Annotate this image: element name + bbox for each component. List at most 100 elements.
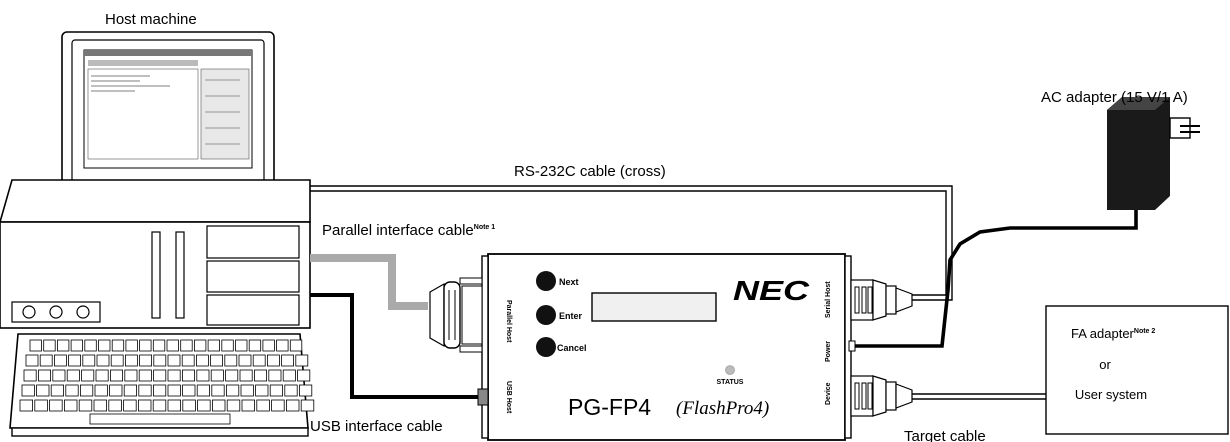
pg-fp4-programmer: Next Enter Cancel NEC STATUS PG-FP4 (Fla… bbox=[481, 253, 852, 441]
keyboard-key bbox=[94, 384, 108, 397]
drive-bay-3 bbox=[206, 294, 300, 326]
fa-adapter-text: FA adapter bbox=[1071, 326, 1135, 341]
power-connector bbox=[848, 340, 856, 352]
keyboard-keys bbox=[19, 339, 315, 425]
keyboard-key bbox=[289, 339, 303, 352]
keyboard-key bbox=[95, 369, 109, 382]
keyboard-key bbox=[23, 369, 37, 382]
keyboard-key bbox=[82, 354, 96, 367]
keyboard-key bbox=[123, 384, 137, 397]
keyboard-key bbox=[123, 399, 137, 412]
keyboard-key bbox=[211, 399, 226, 412]
keyboard-key bbox=[285, 399, 300, 412]
keyboard-key bbox=[197, 399, 211, 412]
keyboard-key bbox=[225, 384, 240, 397]
keyboard-key bbox=[153, 369, 167, 382]
keyboard-key bbox=[29, 339, 42, 352]
keyboard-key bbox=[81, 369, 95, 382]
keyboard-key bbox=[36, 384, 50, 397]
fa-adapter-rect bbox=[1045, 305, 1229, 435]
rs232c-cable bbox=[310, 185, 953, 301]
keyboard-key bbox=[210, 369, 224, 382]
keyboard-key bbox=[195, 354, 209, 367]
brand-logo: NEC bbox=[733, 275, 810, 306]
drive-slot-2 bbox=[175, 231, 185, 319]
keyboard-key bbox=[240, 384, 254, 397]
port-power-label: Power bbox=[825, 341, 832, 362]
keyboard-key bbox=[298, 384, 313, 397]
keyboard-key bbox=[268, 369, 282, 382]
next-button-label: Next bbox=[559, 277, 579, 287]
drive-slot-1 bbox=[151, 231, 161, 319]
usb-cable bbox=[310, 293, 478, 399]
enter-button bbox=[536, 305, 556, 325]
keyboard-front bbox=[11, 427, 309, 437]
pc-button-icon bbox=[76, 305, 90, 319]
keyboard-key bbox=[78, 399, 93, 412]
keyboard-key bbox=[124, 369, 138, 382]
keyboard-key bbox=[182, 384, 196, 397]
port-serial-label: Serial Host bbox=[825, 281, 832, 318]
keyboard-key bbox=[252, 354, 266, 367]
parallel-cable-label: Parallel interface cableNote 1 bbox=[322, 222, 495, 239]
keyboard-key bbox=[108, 399, 122, 412]
enter-button-label: Enter bbox=[559, 311, 583, 321]
keyboard-key bbox=[180, 339, 193, 352]
model-label: PG-FP4 bbox=[568, 394, 651, 420]
keyboard-key bbox=[207, 339, 221, 352]
keyboard-key bbox=[152, 339, 166, 352]
keyboard-key bbox=[196, 384, 210, 397]
keyboard-key bbox=[211, 384, 225, 397]
keyboard-spacebar bbox=[89, 413, 231, 425]
keyboard-key bbox=[68, 354, 81, 367]
host-machine bbox=[0, 31, 315, 437]
parallel-note-ref: Note 1 bbox=[474, 224, 496, 231]
keyboard-key bbox=[21, 384, 35, 397]
keyboard-key bbox=[281, 354, 295, 367]
keyboard-key bbox=[50, 384, 65, 397]
keyboard-key bbox=[93, 399, 108, 412]
drive-bay-1 bbox=[206, 225, 300, 259]
rs232c-cable-label: RS-232C cable (cross) bbox=[514, 163, 666, 180]
screen-log-pane bbox=[87, 68, 199, 160]
keyboard-key bbox=[125, 339, 138, 352]
next-button bbox=[536, 271, 556, 291]
keyboard-key bbox=[84, 339, 97, 352]
keyboard-key bbox=[276, 339, 289, 352]
keyboard-key bbox=[52, 369, 66, 382]
keyboard-key bbox=[80, 384, 94, 397]
keyboard-key bbox=[181, 354, 195, 367]
drive-bay-2 bbox=[206, 260, 300, 293]
device-connector bbox=[850, 375, 913, 417]
port-device-label: Device bbox=[825, 382, 832, 405]
keyboard-key bbox=[239, 369, 253, 382]
keyboard-key bbox=[38, 369, 52, 382]
parallel-connector bbox=[429, 277, 483, 353]
keyboard-key bbox=[57, 339, 70, 352]
keyboard-key bbox=[98, 339, 111, 352]
keyboard-key bbox=[109, 384, 123, 397]
keyboard-key bbox=[137, 399, 152, 412]
keyboard-key bbox=[226, 399, 241, 412]
keyboard-key bbox=[139, 354, 153, 367]
keyboard-key bbox=[225, 369, 239, 382]
keyboard-key bbox=[256, 399, 270, 412]
keyboard-key bbox=[210, 354, 224, 367]
keyboard-key bbox=[224, 354, 238, 367]
host-machine-label: Host machine bbox=[105, 11, 197, 28]
cancel-button-label: Cancel bbox=[557, 343, 587, 353]
port-parallel-label: Parallel Host bbox=[505, 300, 512, 343]
keyboard-key bbox=[262, 339, 275, 352]
keyboard-key bbox=[54, 354, 67, 367]
port-usb-label: USB Host bbox=[505, 381, 512, 414]
status-label: STATUS bbox=[717, 379, 744, 386]
keyboard-key bbox=[193, 339, 207, 352]
keyboard-key bbox=[166, 339, 179, 352]
keyboard-key bbox=[269, 384, 284, 397]
parallel-cable-text: Parallel interface cable bbox=[322, 222, 474, 239]
pc-case-top bbox=[0, 179, 311, 223]
target-cable-label: Target cable bbox=[904, 428, 986, 442]
keyboard-key bbox=[255, 384, 269, 397]
fa-adapter-label: FA adapterNote 2 bbox=[1071, 326, 1155, 341]
user-system-label: User system bbox=[1075, 387, 1147, 402]
